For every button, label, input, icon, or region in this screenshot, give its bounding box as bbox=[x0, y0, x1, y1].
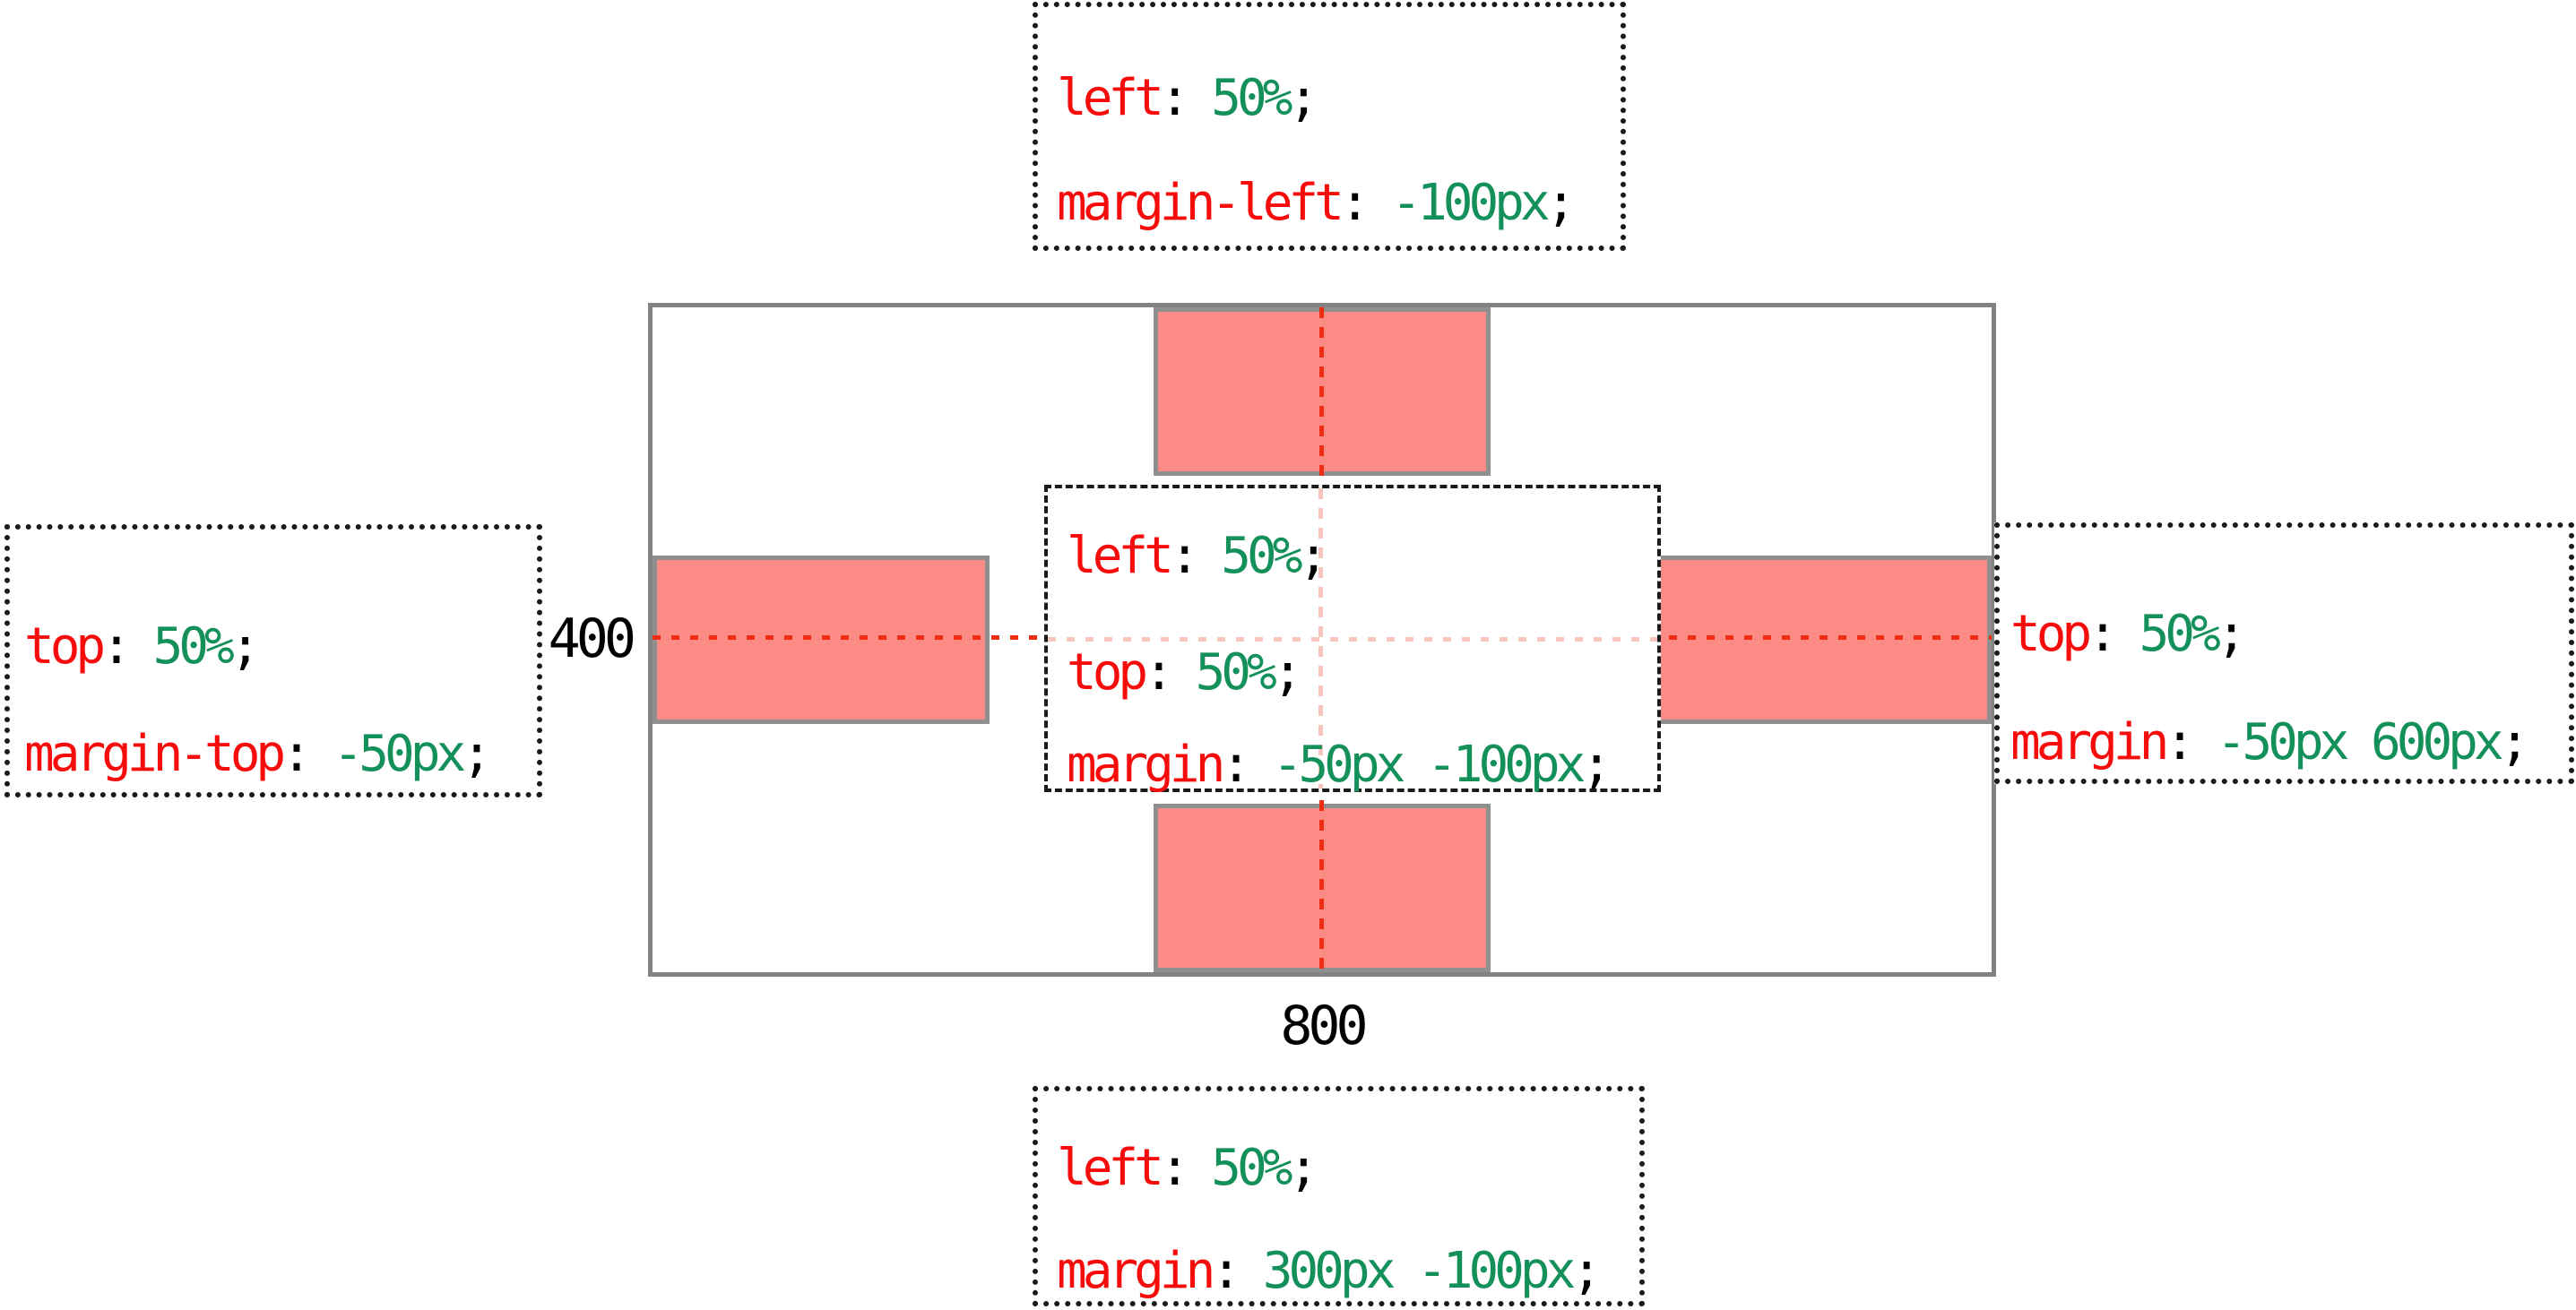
code-token-value: 300px -100px bbox=[1262, 1242, 1577, 1300]
callout-left-code: top: 50%; margin-top: -50px; bbox=[4, 524, 542, 797]
code-token-punct: : bbox=[2088, 605, 2139, 663]
code-token-punct: : bbox=[1221, 736, 1273, 794]
code-token-punct: : bbox=[101, 617, 153, 676]
code-line: top: 50%; bbox=[1067, 648, 1302, 698]
callout-center-code: left: 50%; top: 50%; margin: -50px -100p… bbox=[1044, 485, 1661, 792]
code-token-value: 50% bbox=[1195, 643, 1277, 702]
code-token-punct: : bbox=[1169, 527, 1222, 585]
callout-right-code: top: 50%; margin: -50px 600px; bbox=[1994, 522, 2574, 784]
code-line: top: 50%; bbox=[24, 622, 260, 672]
faint-horizontal-guide-line bbox=[1048, 637, 1657, 642]
code-token-value: 50% bbox=[152, 617, 235, 676]
parent-container-box bbox=[648, 303, 1996, 977]
code-token-punct: ; bbox=[2216, 605, 2247, 663]
code-token-punct: ; bbox=[229, 617, 261, 676]
code-token-punct: ; bbox=[1545, 174, 1577, 232]
code-token-punct: : bbox=[281, 725, 333, 783]
code-token-punct: ; bbox=[1288, 1139, 1318, 1197]
code-token-punct: : bbox=[1144, 643, 1196, 702]
code-token-value: 50% bbox=[1211, 69, 1292, 127]
code-token-property: left bbox=[1067, 527, 1174, 585]
code-token-property: top bbox=[24, 617, 106, 676]
faint-vertical-guide-line bbox=[1318, 488, 1323, 789]
code-token-property: margin bbox=[2010, 713, 2169, 771]
code-token-punct: ; bbox=[1571, 1242, 1602, 1300]
callout-top-code: left: 50%; margin-left: -100px; bbox=[1033, 2, 1626, 251]
code-token-punct: ; bbox=[1288, 69, 1318, 127]
code-line: margin-left: -100px; bbox=[1057, 178, 1576, 228]
code-token-property: margin-left bbox=[1057, 174, 1344, 232]
code-line: margin: 300px -100px; bbox=[1057, 1246, 1602, 1297]
code-token-value: -50px 600px bbox=[2216, 713, 2504, 771]
code-line: left: 50%; bbox=[1057, 73, 1318, 124]
code-line: left: 50%; bbox=[1067, 531, 1328, 582]
code-token-punct: : bbox=[1339, 174, 1392, 232]
code-token-property: left bbox=[1057, 1139, 1164, 1197]
callout-bottom-code: left: 50%; margin: 300px -100px; bbox=[1033, 1086, 1645, 1306]
code-token-punct: ; bbox=[1581, 736, 1612, 794]
code-token-property: margin bbox=[1067, 736, 1225, 794]
code-line: top: 50%; bbox=[2010, 609, 2246, 659]
child-box-left-middle bbox=[653, 556, 990, 724]
code-token-punct: : bbox=[1159, 69, 1212, 127]
code-token-value: 50% bbox=[1211, 1139, 1292, 1197]
code-token-value: -50px bbox=[333, 725, 467, 783]
code-line: margin: -50px 600px; bbox=[2010, 718, 2529, 768]
code-token-value: 50% bbox=[2139, 605, 2221, 663]
code-token-value: -100px bbox=[1391, 174, 1550, 232]
container-width-label: 800 bbox=[1280, 995, 1368, 1057]
code-line: margin-top: -50px; bbox=[24, 729, 492, 780]
code-token-punct: : bbox=[2165, 713, 2217, 771]
code-token-punct: ; bbox=[1298, 527, 1328, 585]
code-token-punct: : bbox=[1211, 1242, 1263, 1300]
code-token-punct: ; bbox=[2499, 713, 2530, 771]
code-token-property: top bbox=[2010, 605, 2092, 663]
code-token-value: -50px -100px bbox=[1272, 736, 1586, 794]
code-token-property: top bbox=[1067, 643, 1148, 702]
code-line: left: 50%; bbox=[1057, 1143, 1318, 1194]
code-token-punct: ; bbox=[462, 725, 492, 783]
code-token-property: margin-top bbox=[24, 725, 286, 783]
code-token-value: 50% bbox=[1221, 527, 1302, 585]
child-box-right-middle bbox=[1655, 556, 1992, 724]
code-token-punct: ; bbox=[1272, 643, 1303, 702]
code-token-property: left bbox=[1057, 69, 1164, 127]
code-token-property: margin bbox=[1057, 1242, 1215, 1300]
code-token-punct: : bbox=[1159, 1139, 1212, 1197]
container-height-label: 400 bbox=[548, 608, 636, 670]
code-line: margin: -50px -100px; bbox=[1067, 740, 1612, 790]
